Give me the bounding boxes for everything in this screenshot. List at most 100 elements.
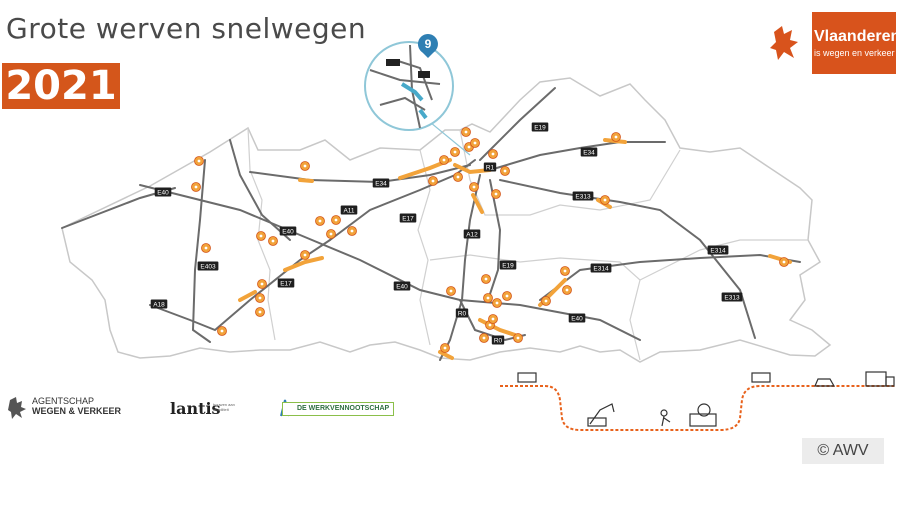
svg-text:E40: E40 — [157, 190, 169, 197]
werkvennootschap-logo: DE WERKVENNOOTSCHAP — [282, 402, 395, 416]
road-label: E34 — [580, 147, 598, 157]
road-label: E19 — [499, 260, 517, 270]
road-label: E403 — [197, 261, 219, 271]
works-marker[interactable] — [562, 285, 572, 295]
works-marker[interactable] — [453, 172, 463, 182]
works-marker[interactable] — [450, 147, 460, 157]
svg-text:E19: E19 — [534, 125, 546, 132]
works-marker[interactable] — [326, 229, 336, 239]
svg-text:E19: E19 — [502, 263, 514, 270]
road-label: R0 — [491, 335, 505, 345]
road-label: R0 — [455, 308, 469, 318]
works-marker[interactable] — [255, 307, 265, 317]
copyright-notice: © AWV — [802, 438, 884, 464]
svg-text:R0: R0 — [494, 338, 503, 345]
works-marker[interactable] — [513, 333, 523, 343]
inset-zoom — [364, 41, 471, 156]
works-marker[interactable] — [470, 138, 480, 148]
works-marker[interactable] — [483, 293, 493, 303]
brand-name: Vlaanderen — [814, 28, 900, 45]
works-marker[interactable] — [600, 195, 610, 205]
svg-text:E40: E40 — [396, 284, 408, 291]
road-label: E313 — [572, 191, 594, 201]
road-labels: E40A11E40E403A18E17E17E34E19E34E313R1A12… — [150, 122, 743, 345]
road-label: E314 — [707, 245, 729, 255]
road-label: A18 — [150, 299, 168, 309]
works-marker[interactable] — [440, 343, 450, 353]
works-marker[interactable] — [300, 161, 310, 171]
roadworks-illustration — [500, 371, 895, 431]
lantis-logo: lantis — [170, 399, 221, 418]
agency-name-line1: AGENTSCHAP — [32, 396, 95, 406]
svg-text:R0: R0 — [458, 311, 467, 318]
works-marker[interactable] — [194, 156, 204, 166]
works-marker[interactable] — [541, 296, 551, 306]
svg-text:E34: E34 — [583, 150, 595, 157]
works-marker[interactable] — [461, 127, 471, 137]
lantis-tagline: bouwen aan mobiliteit — [213, 402, 235, 412]
works-marker[interactable] — [446, 286, 456, 296]
svg-text:E34: E34 — [375, 181, 387, 188]
works-marker[interactable] — [491, 189, 501, 199]
works-marker[interactable] — [500, 166, 510, 176]
works-marker[interactable] — [560, 266, 570, 276]
svg-text:E314: E314 — [593, 266, 609, 273]
works-marker[interactable] — [469, 182, 479, 192]
works-marker[interactable] — [257, 279, 267, 289]
works-marker[interactable] — [488, 314, 498, 324]
road-label: R1 — [483, 162, 497, 172]
svg-text:E314: E314 — [710, 248, 726, 255]
works-marker[interactable] — [331, 215, 341, 225]
svg-text:E313: E313 — [575, 194, 591, 201]
works-markers — [191, 127, 789, 353]
road-label: E40 — [279, 226, 297, 236]
road-label: E17 — [399, 213, 417, 223]
works-marker[interactable] — [492, 298, 502, 308]
works-marker[interactable] — [268, 236, 278, 246]
works-marker[interactable] — [201, 243, 211, 253]
works-marker[interactable] — [779, 257, 789, 267]
works-marker[interactable] — [502, 291, 512, 301]
works-marker[interactable] — [611, 132, 621, 142]
works-marker[interactable] — [428, 176, 438, 186]
svg-text:E40: E40 — [282, 229, 294, 236]
works-marker[interactable] — [481, 274, 491, 284]
road-label: E19 — [531, 122, 549, 132]
works-marker[interactable] — [300, 250, 310, 260]
vlaanderen-logo: Vlaanderen is wegen en verkeer — [762, 12, 900, 74]
works-marker[interactable] — [347, 226, 357, 236]
works-marker[interactable] — [479, 333, 489, 343]
road-label: A12 — [463, 229, 481, 239]
map-title: Grote werven snelwegen — [6, 12, 367, 45]
works-marker[interactable] — [217, 326, 227, 336]
svg-text:E403: E403 — [200, 264, 216, 271]
works-marker[interactable] — [191, 182, 201, 192]
svg-text:E17: E17 — [402, 216, 414, 223]
lion-icon — [770, 26, 798, 60]
brand-tagline: is wegen en verkeer — [814, 48, 895, 58]
works-marker[interactable] — [256, 231, 266, 241]
road-label: E40 — [568, 313, 586, 323]
svg-text:A12: A12 — [466, 232, 478, 239]
agency-name-line2: WEGEN & VERKEER — [32, 406, 122, 416]
svg-text:A18: A18 — [153, 302, 165, 309]
road-label: E17 — [277, 278, 295, 288]
road-label: E313 — [721, 292, 743, 302]
svg-text:E17: E17 — [280, 281, 292, 288]
road-label: A11 — [340, 205, 358, 215]
works-marker[interactable] — [255, 293, 265, 303]
road-label: E34 — [372, 178, 390, 188]
inset-badge: 9 — [417, 34, 438, 58]
road-label: E40 — [154, 187, 172, 197]
svg-text:E313: E313 — [724, 295, 740, 302]
works-marker[interactable] — [439, 155, 449, 165]
svg-text:A11: A11 — [343, 208, 354, 215]
works-marker[interactable] — [488, 149, 498, 159]
svg-text:E40: E40 — [571, 316, 583, 323]
inset-badge-number: 9 — [425, 37, 432, 51]
province-borders — [247, 127, 808, 361]
works-marker[interactable] — [315, 216, 325, 226]
flanders-outline — [61, 77, 832, 363]
road-label: E314 — [590, 263, 612, 273]
